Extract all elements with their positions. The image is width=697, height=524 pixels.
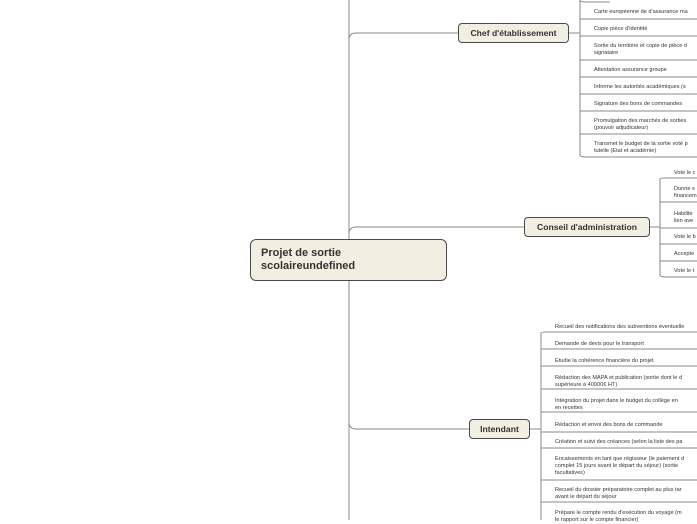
leaf-chef-2[interactable]: Copie pièce d'identité	[594, 26, 648, 32]
leaf-conseil-4[interactable]: Vote le b	[674, 234, 696, 240]
leaf-chef-8[interactable]: Transmet le budget de la sortie voté p t…	[594, 141, 688, 154]
branch-conseil-label: Conseil d'administration	[537, 222, 637, 232]
central-topic-label: Projet de sortie scolaireundefined	[261, 247, 356, 272]
leaf-chef-5[interactable]: Informe les autorités académiques (s	[594, 84, 686, 90]
leaf-intendant-1[interactable]: Recueil des notifications des subvention…	[555, 324, 685, 330]
leaf-chef-3[interactable]: Sortie du territoire et copie de pièce d…	[594, 43, 687, 56]
leaf-conseil-3[interactable]: Habilite lien ave	[674, 211, 694, 224]
branch-intendant-label: Intendant	[480, 424, 519, 434]
leaf-intendant-2[interactable]: Demande de devis pour le transport	[555, 341, 644, 347]
leaf-intendant-7[interactable]: Création et suivi des créances (selon la…	[555, 439, 683, 445]
branch-chef-etablissement[interactable]: Chef d'établissement	[458, 23, 569, 43]
leaf-chef-6[interactable]: Signature des bons de commandes	[594, 101, 683, 107]
central-topic[interactable]: Projet de sortie scolaireundefined	[250, 239, 447, 281]
leaf-conseil-5[interactable]: Accepte	[674, 251, 695, 257]
leaf-intendant-9[interactable]: Recueil du dossier préparatoire complet …	[555, 487, 682, 500]
branch-conseil-administration[interactable]: Conseil d'administration	[524, 217, 650, 237]
leaf-intendant-5[interactable]: Intégration du projet dans le budget du …	[555, 398, 678, 411]
branch-chef-label: Chef d'établissement	[470, 28, 557, 38]
leaf-chef-7[interactable]: Promulgation des marchés de sorties (pou…	[594, 118, 687, 131]
leaf-conseil-2[interactable]: Donne s financem	[674, 186, 697, 199]
leaf-intendant-10[interactable]: Prépare le compte rendu d'exécution du v…	[555, 510, 682, 523]
leaf-intendant-4[interactable]: Rédaction des MAPA et publication (sorti…	[555, 375, 683, 388]
leaf-intendant-3[interactable]: Etudie la cohérence financière du projet	[555, 358, 654, 364]
leaf-chef-1[interactable]: Carte européenne de d'assurance ma	[594, 9, 688, 15]
leaf-conseil-1[interactable]: Vote le c	[674, 170, 696, 176]
leaf-intendant-8[interactable]: Encaissements en tant que régisseur (le …	[555, 456, 685, 476]
branch-intendant[interactable]: Intendant	[469, 419, 530, 439]
leaf-chef-4[interactable]: Attestation assurance groupe	[594, 67, 667, 73]
leaf-intendant-6[interactable]: Rédaction et envoi des bons de commande	[555, 422, 663, 428]
leaf-conseil-6[interactable]: Vote le t	[674, 268, 695, 274]
